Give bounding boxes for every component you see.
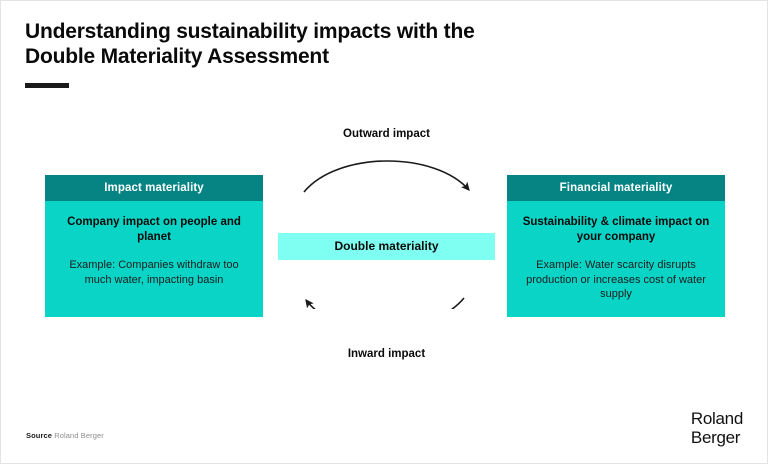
outward-impact-arrow <box>303 160 470 193</box>
roland-berger-logo: Roland Berger <box>691 409 743 447</box>
impact-materiality-title: Company impact on people and planet <box>67 216 241 243</box>
financial-materiality-title: Sustainability & climate impact on your … <box>522 216 710 243</box>
inward-impact-arrow <box>305 297 465 309</box>
title-underline-rule <box>25 83 69 88</box>
source-note: Source Roland Berger <box>26 431 104 440</box>
financial-materiality-header: Financial materiality <box>507 175 725 201</box>
financial-materiality-box: Financial materiality Sustainability & c… <box>507 175 725 317</box>
logo-line-1: Roland <box>690 409 743 428</box>
source-label: Source <box>26 431 53 440</box>
impact-materiality-box: Impact materiality Company impact on peo… <box>45 175 263 317</box>
title-line-1: Understanding sustainability impacts wit… <box>25 20 475 43</box>
circular-arrows-diagram <box>303 160 470 309</box>
logo-line-2: Berger <box>690 428 741 447</box>
impact-materiality-example: Example: Companies withdraw too much wat… <box>69 259 239 286</box>
outward-impact-label: Outward impact <box>343 128 430 140</box>
double-materiality-band: Double materiality <box>278 233 495 260</box>
impact-materiality-body: Company impact on people and planet Exam… <box>45 201 263 317</box>
inward-impact-label: Inward impact <box>347 348 426 360</box>
title-line-2: Double Materiality Assessment <box>25 45 329 68</box>
financial-materiality-example: Example: Water scarcity disrupts product… <box>526 259 706 300</box>
source-value: Roland Berger <box>54 431 104 440</box>
financial-materiality-body: Sustainability & climate impact on your … <box>507 201 725 317</box>
page-title: Understanding sustainability impacts wit… <box>25 19 645 88</box>
impact-materiality-header: Impact materiality <box>45 175 263 201</box>
